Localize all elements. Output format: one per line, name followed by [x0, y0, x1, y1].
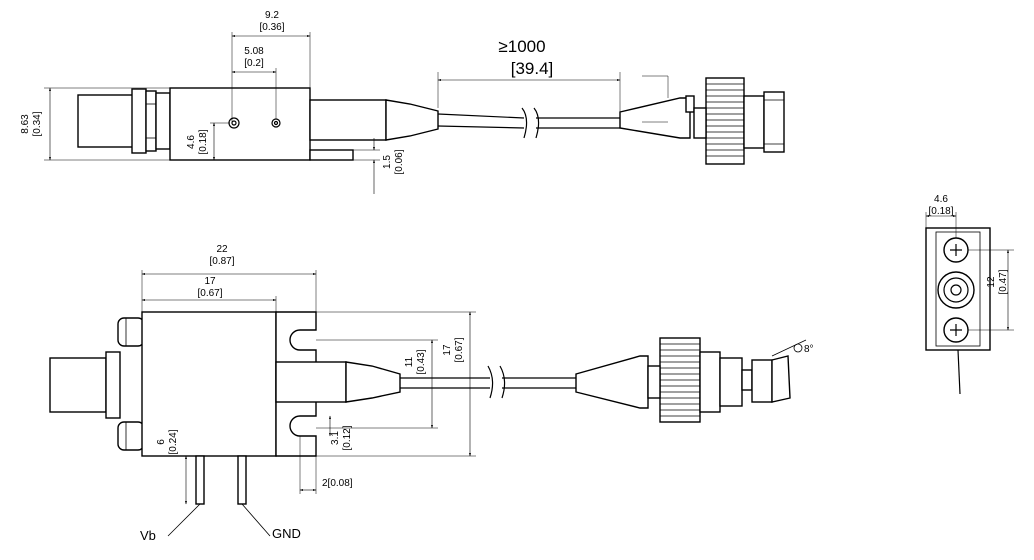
dim-17-h: 17 [204, 276, 216, 287]
dim-8-63-in: [0.34] [32, 111, 43, 136]
side-main-body [141, 311, 277, 457]
dim-22: 22 [216, 244, 228, 255]
dim-angle: 8° [804, 344, 814, 355]
dim-11: 11 [404, 356, 415, 367]
pin-vb [195, 455, 205, 505]
dim-2: 2[0.08] [322, 478, 353, 489]
dim-6-in: [0.24] [168, 429, 179, 454]
dim-4-6: 4.6 [186, 135, 197, 149]
dim-5-08: 5.08 [244, 46, 264, 57]
pin-gnd [237, 455, 247, 505]
dim-17-v: 17 [442, 344, 453, 356]
dim-11-in: [0.43] [416, 349, 427, 374]
dim-end-4-6: 4.6 [934, 194, 948, 205]
dim-5-08-in: [0.2] [244, 58, 264, 69]
dim-3-1: 3.1 [330, 431, 341, 445]
dim-22-in: [0.87] [209, 256, 234, 267]
dim-6: 6 [156, 439, 167, 445]
label-vb: Vb [140, 528, 156, 543]
label-gnd: GND [272, 526, 301, 541]
top-knurled-nut [705, 77, 745, 165]
end-view: 4.6 [0.18] 12 [0.47] [925, 194, 1014, 395]
dim-end-12-in: [0.47] [998, 269, 1009, 294]
side-nose [275, 361, 347, 403]
top-view: 9.2 [0.36] 5.08 [0.2] 8.63 [0.34] 4.6 [0… [20, 10, 785, 194]
dim-9-2-in: [0.36] [259, 22, 284, 33]
dim-3-1-in: [0.12] [342, 425, 353, 450]
dim-8-63: 8.63 [20, 114, 31, 134]
dim-9-2: 9.2 [265, 10, 279, 21]
dim-cable-length-in: [39.4] [511, 59, 554, 78]
top-connector-block [77, 94, 139, 148]
dim-17-v-in: [0.67] [454, 337, 465, 362]
dim-17-h-in: [0.67] [197, 288, 222, 299]
top-main-body [169, 87, 311, 161]
top-nose [309, 99, 387, 141]
dim-4-6-in: [0.18] [198, 129, 209, 154]
dim-end-4-6-in: [0.18] [928, 206, 953, 217]
dim-end-12: 12 [986, 276, 997, 288]
side-view: 8° 22 [0.87] 17 [0.67] 11 [0.43] 17 [0.6… [49, 244, 814, 543]
dim-1-5: 1.5 [382, 155, 393, 169]
dim-cable-length: ≥1000 [498, 37, 545, 56]
dim-1-5-in: [0.06] [394, 149, 405, 174]
